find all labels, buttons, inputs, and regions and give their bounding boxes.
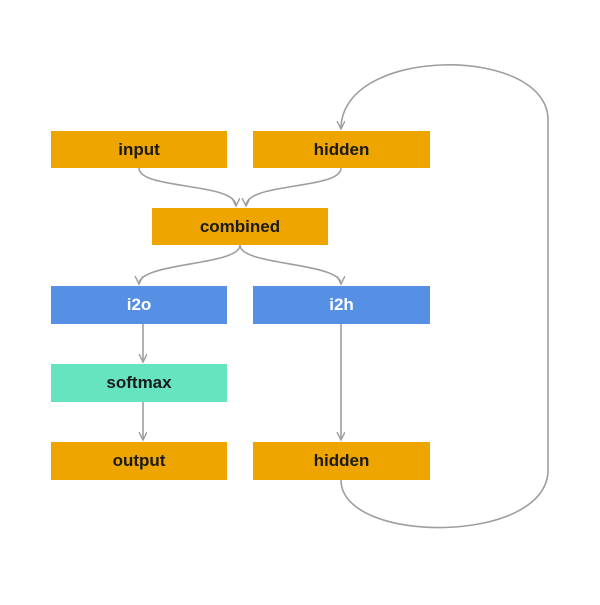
node-i2o: i2o (51, 286, 227, 324)
edge-combined-to-i2h (239, 244, 341, 284)
node-combined: combined (152, 208, 328, 245)
node-softmax: softmax (51, 364, 227, 402)
node-hidden: hidden (253, 131, 430, 168)
node-i2h: i2h (253, 286, 430, 324)
edge-recurrent-loop (341, 64, 549, 529)
node-input: input (51, 131, 227, 168)
edge-combined-to-i2o (139, 244, 241, 284)
edge-input-to-combined (138, 167, 236, 206)
node-output: output (51, 442, 227, 480)
node-hidden-out: hidden (253, 442, 430, 480)
edge-hidden-to-combined (246, 167, 342, 206)
